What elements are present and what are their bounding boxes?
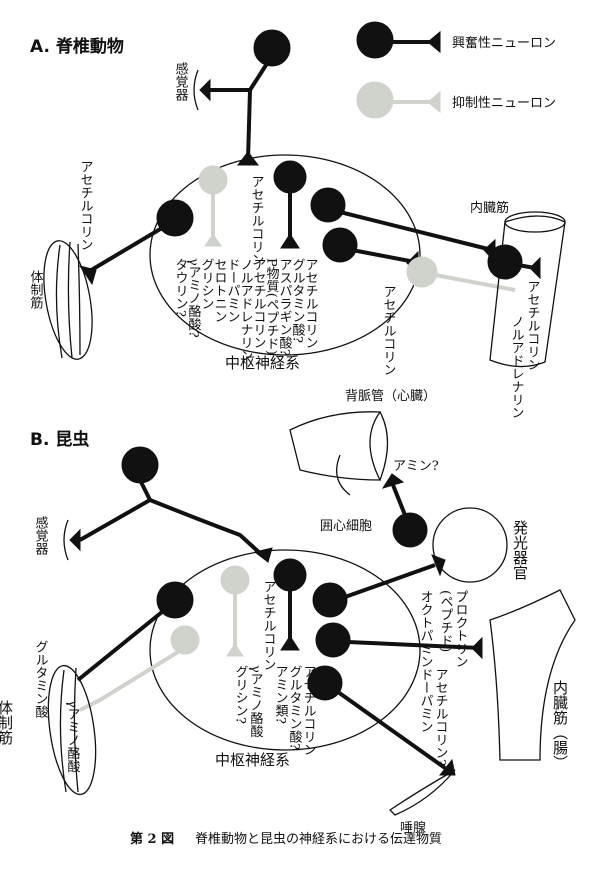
tx: アセチルコリン? — [433, 668, 449, 766]
tx: ドーパミン — [418, 668, 434, 733]
tx: ドーパミン — [225, 258, 241, 323]
somatic-muscle-b — [47, 664, 97, 796]
light-organ — [432, 507, 508, 583]
cns-transmitters-a: アセチルコリン グルタミン酸? アスパラギン酸? P物質(ペプチド) アセチルコ… — [173, 258, 319, 362]
cns-outline — [149, 154, 421, 356]
tx: アセチルコリン — [251, 258, 267, 349]
heart-transmitter: アミン? — [393, 459, 439, 474]
caption-number: 第 2 図 — [130, 831, 174, 847]
tx: セロトニン — [212, 258, 228, 323]
tx: γアミノ酪酸 — [248, 665, 264, 738]
legend-inhibitory: 抑制性ニューロン — [452, 96, 556, 111]
tx: アミン類? — [273, 665, 289, 724]
tx: γアミノ酪酸? — [186, 258, 202, 338]
visceral-muscle-label-b: 内臓筋（腸） — [551, 680, 569, 770]
tx: P物質(ペプチド) — [264, 258, 280, 355]
inhibitory-neuron-icon — [356, 81, 394, 119]
cns-label-a: 中枢神経系 — [225, 354, 300, 372]
light-organ-label: 発光器官 — [511, 520, 529, 580]
excitatory-neuron-icon — [356, 21, 394, 59]
tx: ノルアドレナリン — [509, 315, 524, 419]
ach-autonomic-label: アセチルコリン — [381, 285, 397, 376]
ach-label-b: アセチルコリン — [261, 580, 277, 671]
heart-label: 背脈管（心臓） — [345, 389, 436, 404]
visceral-muscle-label: 内臓筋 — [470, 200, 509, 216]
somatic-muscle-label: 体制筋 — [28, 270, 44, 309]
tx: プロクトリン — [453, 590, 468, 668]
salivary-label: 唾腺 — [400, 821, 426, 836]
tx: (ペプチド) — [438, 590, 454, 652]
visceral-muscle — [489, 215, 566, 368]
ach-motor-label: アセチルコリン — [78, 160, 94, 251]
tx: グルタミン酸? — [290, 258, 306, 343]
cns-outline-b — [149, 549, 421, 751]
tx: アスパラギン酸? — [277, 258, 293, 356]
heart-tube — [289, 411, 382, 481]
panel-vertebrate: A. 脊椎動物 感覚器 アセチルコリン 体制筋 アセチルコリン アセチルコリン … — [28, 29, 566, 419]
panel-b-title: B. 昆虫 — [30, 429, 89, 450]
ach-sensory-label: アセチルコリン — [249, 175, 265, 266]
sensory-label-b: 感覚器 — [33, 515, 49, 556]
figure-caption: 第 2 図 脊椎動物と昆虫の神経系における伝達物質 — [130, 831, 442, 847]
tx: グリシン? — [233, 665, 249, 724]
tx: グルタミン酸? — [287, 665, 303, 750]
salivary-gland — [388, 769, 456, 816]
legend-excitatory: 興奮性ニューロン — [452, 36, 556, 51]
glutamate-label: グルタミン酸 — [33, 640, 49, 718]
tx: タウリン? — [173, 258, 188, 317]
tx: グリシン — [199, 258, 215, 310]
sensory-label: 感覚器 — [173, 61, 189, 102]
tx: アセチルコリン — [525, 280, 541, 371]
tx: ノルアドレナリン — [238, 258, 253, 362]
caption-text: 脊椎動物と昆虫の神経系における伝達物質 — [195, 832, 442, 847]
somatic-muscle — [43, 240, 93, 360]
tx: アセチルコリン — [303, 258, 319, 349]
gaba-label: γアミノ酪酸 — [65, 700, 81, 773]
somatic-muscle-label-b: 体制筋 — [0, 700, 14, 746]
pericardial-label: 囲心細胞 — [320, 519, 372, 534]
visceral-muscle-b — [489, 589, 576, 761]
legend: 興奮性ニューロン 抑制性ニューロン — [356, 21, 556, 119]
tx: オクトパミン — [418, 590, 434, 668]
panel-insect: B. 昆虫 背脈管（心臓） アミン? 囲心細胞 発光器官 感覚器 アセチルコリン… — [0, 389, 576, 836]
panel-a-title: A. 脊椎動物 — [30, 36, 124, 57]
cns-label-b: 中枢神経系 — [215, 751, 290, 769]
